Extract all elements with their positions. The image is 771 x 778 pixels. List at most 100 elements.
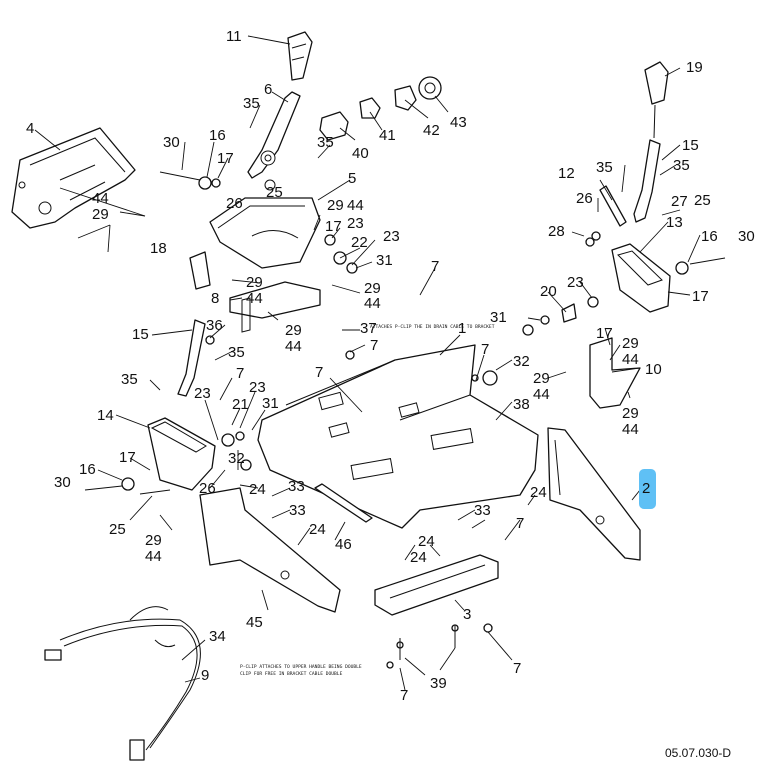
callout-41: 41: [379, 127, 396, 144]
note-upper-handle: P-CLIP ATTACHES TO UPPER HANDLE BEING DO…: [240, 664, 362, 670]
callout-29: 29: [533, 370, 550, 387]
callout-32: 32: [228, 450, 245, 467]
part-11-handle-grip: [287, 31, 313, 81]
part-15-left-lever: [177, 319, 206, 397]
callout-7: 7: [481, 341, 489, 358]
callout-30: 30: [163, 134, 180, 151]
callout-44: 44: [145, 548, 162, 565]
callout-9: 9: [201, 667, 209, 684]
callout-19: 19: [686, 59, 703, 76]
callout-28: 28: [548, 223, 565, 240]
part-3-cross-member: [374, 554, 499, 616]
callout-2: 2: [642, 480, 650, 497]
callout-29: 29: [364, 280, 381, 297]
callout-16: 16: [79, 461, 96, 478]
callout-35: 35: [317, 134, 334, 151]
callout-23: 23: [249, 379, 266, 396]
callout-21: 21: [232, 396, 249, 413]
callout-23: 23: [567, 274, 584, 291]
callout-20: 20: [540, 283, 557, 300]
callout-10: 10: [645, 361, 662, 378]
callout-7: 7: [236, 365, 244, 382]
callout-15: 15: [682, 137, 699, 154]
callout-29: 29: [622, 405, 639, 422]
part-2-right-side-bracket: [547, 427, 641, 561]
part-4-side-panel: [11, 127, 136, 229]
callout-6: 6: [264, 81, 272, 98]
callout-23: 23: [347, 215, 364, 232]
callout-labels: 11 6 35 40 41 42 43 19 4 30 16 17 35 25 …: [26, 28, 755, 704]
callout-29: 29: [327, 197, 344, 214]
callout-31: 31: [490, 309, 507, 326]
callout-25: 25: [266, 184, 283, 201]
callout-38: 38: [513, 396, 530, 413]
callout-35: 35: [121, 371, 138, 388]
callout-15: 15: [132, 326, 149, 343]
callout-23: 23: [194, 385, 211, 402]
callout-17: 17: [217, 150, 234, 167]
part-34-wire-harness: [44, 606, 201, 761]
callout-leader-lines: [34, 35, 701, 691]
callout-14: 14: [97, 407, 114, 424]
callout-7: 7: [516, 515, 524, 532]
callout-44: 44: [622, 351, 639, 368]
callout-5: 5: [348, 170, 356, 187]
callout-34: 34: [209, 628, 226, 645]
callout-37: 37: [360, 320, 377, 337]
callout-11: 11: [226, 28, 242, 45]
callout-22: 22: [351, 234, 368, 251]
callout-44: 44: [364, 295, 381, 312]
callout-24: 24: [309, 521, 326, 538]
part-1-main-frame: [257, 344, 539, 529]
callout-17: 17: [119, 449, 136, 466]
callout-43: 43: [450, 114, 467, 131]
part-15-right-lever: [633, 104, 661, 223]
callout-7: 7: [431, 258, 439, 275]
part-6-lever: [247, 91, 301, 191]
callout-29: 29: [246, 274, 263, 291]
part-18-left-handle-grip: [189, 251, 211, 290]
callout-30: 30: [54, 474, 71, 491]
part-5-console: [209, 197, 321, 269]
callout-16: 16: [701, 228, 718, 245]
callout-26: 26: [226, 195, 243, 212]
callout-30: 30: [738, 228, 755, 245]
callout-29: 29: [285, 322, 302, 339]
callout-8: 8: [211, 290, 219, 307]
callout-1: 1: [458, 320, 466, 337]
part-13-right-pedal: [611, 243, 671, 313]
callout-35: 35: [228, 344, 245, 361]
callout-32: 32: [513, 353, 530, 370]
callout-7: 7: [315, 364, 323, 381]
callout-7: 7: [400, 687, 408, 704]
part-10-bracket: [589, 337, 641, 409]
callout-29: 29: [622, 335, 639, 352]
figure-code: 05.07.030-D: [665, 746, 731, 760]
callout-25: 25: [694, 192, 711, 209]
callout-17: 17: [325, 218, 342, 235]
callout-35: 35: [596, 159, 613, 176]
callout-44: 44: [622, 421, 639, 438]
callout-40: 40: [352, 145, 369, 162]
callout-31: 31: [376, 252, 393, 269]
callout-7: 7: [370, 337, 378, 354]
callout-17: 17: [596, 325, 613, 342]
callout-44: 44: [92, 190, 109, 207]
callout-35: 35: [673, 157, 690, 174]
note-cable-bracket: ATTACHES P-CLIP THE IN DRAIN CABLE TO BR…: [370, 324, 495, 330]
callout-27: 27: [671, 193, 688, 210]
callout-26: 26: [576, 190, 593, 207]
callout-29: 29: [145, 532, 162, 549]
part-19-right-handle-grip: [644, 61, 669, 105]
callout-44: 44: [246, 290, 263, 307]
callout-24: 24: [418, 533, 435, 550]
callout-12: 12: [558, 165, 575, 182]
callout-44: 44: [285, 338, 302, 355]
callout-33: 33: [288, 478, 305, 495]
part-14-left-pedal: [147, 417, 216, 491]
callout-44: 44: [347, 197, 364, 214]
callout-45: 45: [246, 614, 263, 631]
callout-33: 33: [474, 502, 491, 519]
callout-7: 7: [513, 660, 521, 677]
